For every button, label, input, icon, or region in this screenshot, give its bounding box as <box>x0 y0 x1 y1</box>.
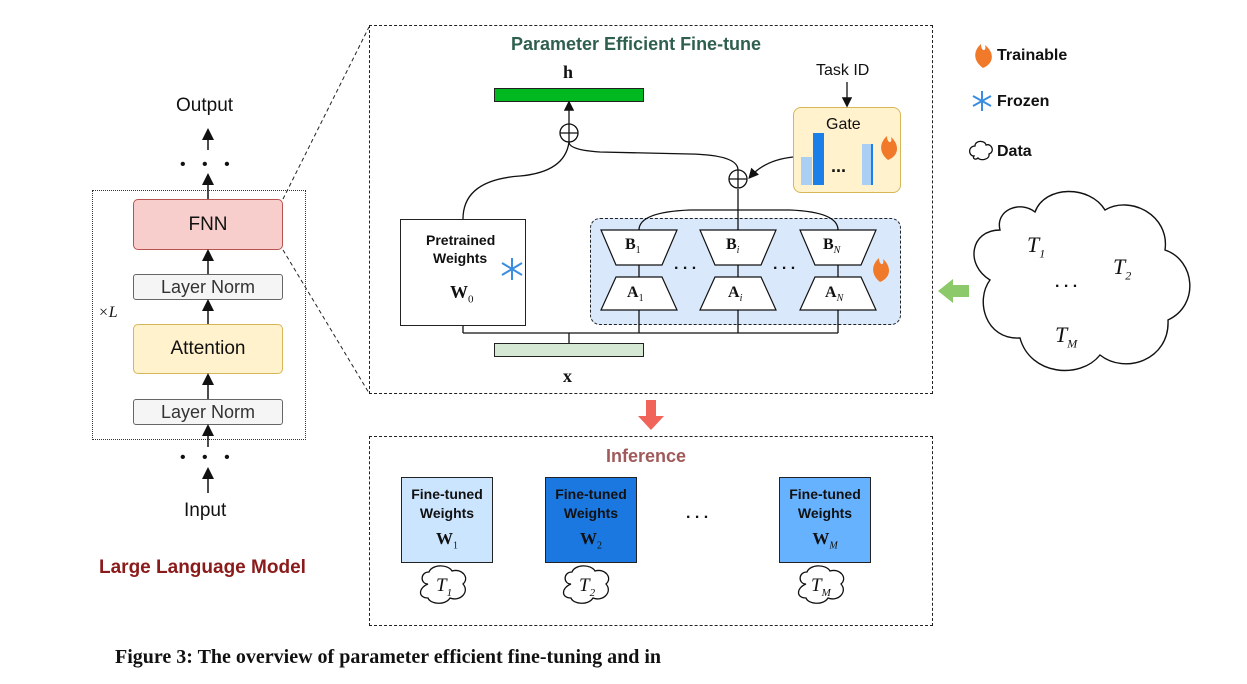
flame-icon-adapter <box>873 258 890 282</box>
gate-bar-3 <box>862 144 873 185</box>
inference-task-2: T2 <box>579 575 596 599</box>
adapter-ai[interactable]: Ai <box>728 284 743 305</box>
transformer-block-frame <box>92 190 306 440</box>
gate-bar-2 <box>813 133 824 185</box>
inference-title: Inference <box>606 446 687 466</box>
peft-panel <box>369 25 933 394</box>
finetuned-weights-m[interactable]: Fine-tuned Weights WM <box>779 477 871 563</box>
adapter-dots-1: . . . <box>674 256 697 273</box>
inference-dots: . . . <box>686 505 709 522</box>
input-label: Input <box>184 500 227 521</box>
legend-frozen: Frozen <box>997 93 1050 110</box>
cloud-task-1: T1 <box>1027 232 1046 261</box>
pretrained-line1: Pretrained <box>426 232 496 248</box>
figure-caption: Figure 3: The overview of parameter effi… <box>115 646 662 668</box>
repeat-label: ×L <box>98 304 118 321</box>
gate-dots: ... <box>831 156 847 176</box>
cloud-dots: . . . <box>1055 274 1078 291</box>
adapter-an[interactable]: AN <box>825 284 844 305</box>
inference-task-1: T1 <box>436 575 453 599</box>
cloud-task-2: T2 <box>1113 254 1132 283</box>
adapter-bn[interactable]: BN <box>823 236 841 257</box>
gate-bar-1 <box>801 157 812 185</box>
x-input-bar <box>494 343 644 357</box>
pretrained-line2: Weights <box>433 250 488 266</box>
fnn-block[interactable]: FNN <box>133 199 283 250</box>
adapter-a1[interactable]: A1 <box>627 284 644 305</box>
dots-bottom: • • • <box>180 449 236 466</box>
dots-top: • • • <box>180 156 236 173</box>
inference-task-m: TM <box>811 575 831 599</box>
finetuned-weights-1[interactable]: Fine-tuned Weights W1 <box>401 477 493 563</box>
output-label: Output <box>176 95 234 116</box>
h-label: h <box>563 62 574 82</box>
llm-caption: Large Language Model <box>99 557 306 578</box>
attention-block[interactable]: Attention <box>133 324 283 374</box>
w0-label: W0 <box>450 282 474 306</box>
layer-norm-top[interactable]: Layer Norm <box>133 274 283 300</box>
cloud-task-m: TM <box>1055 322 1078 351</box>
finetuned-weights-2[interactable]: Fine-tuned Weights W2 <box>545 477 637 563</box>
flame-icon-gate <box>881 136 898 160</box>
adapter-b1[interactable]: B1 <box>625 236 641 257</box>
layer-norm-bottom[interactable]: Layer Norm <box>133 399 283 425</box>
adapter-dots-2: . . . <box>773 256 796 273</box>
x-label: x <box>563 366 572 386</box>
legend-data: Data <box>997 143 1032 160</box>
adapter-bi[interactable]: Bi <box>726 236 740 257</box>
peft-title: Parameter Efficient Fine-tune <box>511 34 762 54</box>
inference-panel <box>369 436 933 626</box>
legend-trainable: Trainable <box>997 47 1068 64</box>
task-id-label: Task ID <box>816 62 870 79</box>
gate-label: Gate <box>826 116 861 133</box>
snowflake-icon <box>501 258 523 280</box>
